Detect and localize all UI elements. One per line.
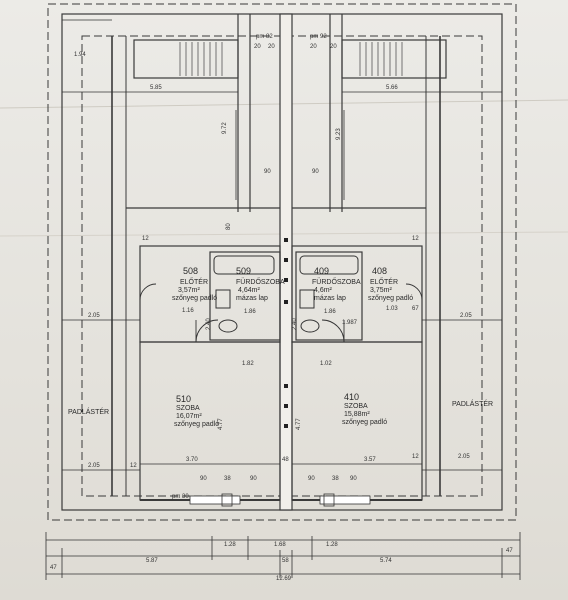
dim-label: 1.16 — [182, 308, 194, 314]
dim-label: 20 — [254, 44, 261, 50]
dim-label: 48 — [282, 457, 289, 463]
dim-label: 5.66 — [386, 85, 398, 91]
room-labels: 508 ELŐTÉR 3,57m² szőnyeg padló 509 FÜRD… — [68, 266, 493, 428]
dim-label: 5.74 — [380, 558, 392, 564]
vent-marks — [284, 238, 288, 428]
dim-label: 2.05 — [460, 313, 472, 319]
room-410-floor: szőnyeg padló — [342, 419, 387, 426]
walls — [47, 3, 517, 521]
dim-label: 90 — [350, 476, 357, 482]
dim-label: pm 30 — [172, 494, 189, 500]
dim-label: 20 — [310, 44, 317, 50]
dim-label: 5.85 — [150, 85, 162, 91]
dim-label: 1.02 — [320, 361, 332, 367]
room-510-floor: szőnyeg padló — [174, 421, 219, 428]
dim-label: 1.28 — [326, 542, 338, 548]
dim-label: 90 — [308, 476, 315, 482]
room-408-area: 3,75m² — [370, 287, 392, 294]
dim-label: 2.05 — [458, 454, 470, 460]
room-508-name: ELŐTÉR — [180, 277, 208, 286]
dim-label: 20 — [268, 44, 275, 50]
dim-label: 1.86 — [324, 309, 336, 315]
dim-label: 47 — [506, 548, 513, 554]
windows — [189, 493, 371, 507]
dim-label: 1.94 — [74, 52, 86, 58]
doors — [139, 283, 423, 343]
dimension-labels: 1.94 5.85 5.66 9.72 9.23 90 90 80 pm 82 … — [50, 34, 513, 582]
dim-label: 58 — [282, 558, 289, 564]
room-510-number: 510 — [176, 394, 191, 404]
dim-label: 20 — [330, 44, 337, 50]
dim-label: 38 — [332, 476, 339, 482]
dim-label: 3.70 — [186, 457, 198, 463]
room-408-floor: szőnyeg padló — [368, 295, 413, 302]
room-510-area: 16,07m² — [176, 413, 202, 420]
room-410-number: 410 — [344, 392, 359, 402]
room-508-number: 508 — [183, 266, 198, 276]
dim-label: 80 — [226, 223, 232, 230]
room-509-floor: mázas lap — [236, 295, 268, 302]
room-409-floor: mázas lap — [314, 295, 346, 302]
dim-label: 2.05 — [88, 463, 100, 469]
dim-label: 1.82 — [242, 361, 254, 367]
dim-label: 1.987 — [342, 320, 358, 326]
dim-label: 1.86 — [244, 309, 256, 315]
room-509-number: 509 — [236, 266, 251, 276]
stair-treads — [179, 42, 403, 76]
dim-label: 1.03 — [386, 306, 398, 312]
dim-label: 9.72 — [222, 122, 228, 134]
dim-label: 12 — [412, 454, 419, 460]
dim-label: 90 — [200, 476, 207, 482]
dim-label: 90 — [250, 476, 257, 482]
dim-label: 5.87 — [146, 558, 158, 564]
room-408-name: ELŐTÉR — [370, 277, 398, 286]
dim-label: pm 92 — [310, 34, 327, 40]
dim-label: 2.40 — [206, 318, 212, 330]
dim-label: 12.69 — [276, 576, 292, 582]
dim-label: 3.57 — [364, 457, 376, 463]
dim-label: 90 — [264, 169, 271, 175]
dim-label: 47 — [50, 565, 57, 571]
room-510-name: SZOBA — [176, 405, 200, 412]
attic-right-label: PADLÁSTÉR — [452, 399, 493, 408]
room-410-name: SZOBA — [344, 403, 368, 410]
room-509-name: FÜRDŐSZOBA — [236, 277, 285, 286]
dim-label: 2.40 — [292, 318, 298, 330]
dimension-lines — [45, 19, 521, 580]
room-409-area: 4,6m² — [314, 287, 333, 294]
dim-label: 38 — [224, 476, 231, 482]
bathroom-fixtures — [213, 255, 359, 333]
dim-label: 2.05 — [88, 313, 100, 319]
dim-label: 1.68 — [274, 542, 286, 548]
dim-label: 12 — [412, 236, 419, 242]
dim-label: 9.23 — [336, 128, 342, 140]
dim-label: 4.77 — [218, 418, 224, 430]
dim-label: 90 — [312, 169, 319, 175]
dim-label: 1.28 — [224, 542, 236, 548]
room-509-area: 4,64m² — [238, 287, 260, 294]
dim-label: 12 — [130, 463, 137, 469]
room-410-area: 15,88m² — [344, 411, 370, 418]
dim-label: 4.77 — [296, 418, 302, 430]
dim-label: 67 — [412, 306, 419, 312]
room-408-number: 408 — [372, 266, 387, 276]
room-409-number: 409 — [314, 266, 329, 276]
room-508-area: 3,57m² — [178, 287, 200, 294]
dim-label: 12 — [142, 236, 149, 242]
room-409-name: FÜRDŐSZOBA — [312, 277, 361, 286]
room-508-floor: szőnyeg padló — [172, 295, 217, 302]
attic-left-label: PADLÁSTÉR — [68, 407, 109, 416]
dim-label: pm 82 — [256, 34, 273, 40]
